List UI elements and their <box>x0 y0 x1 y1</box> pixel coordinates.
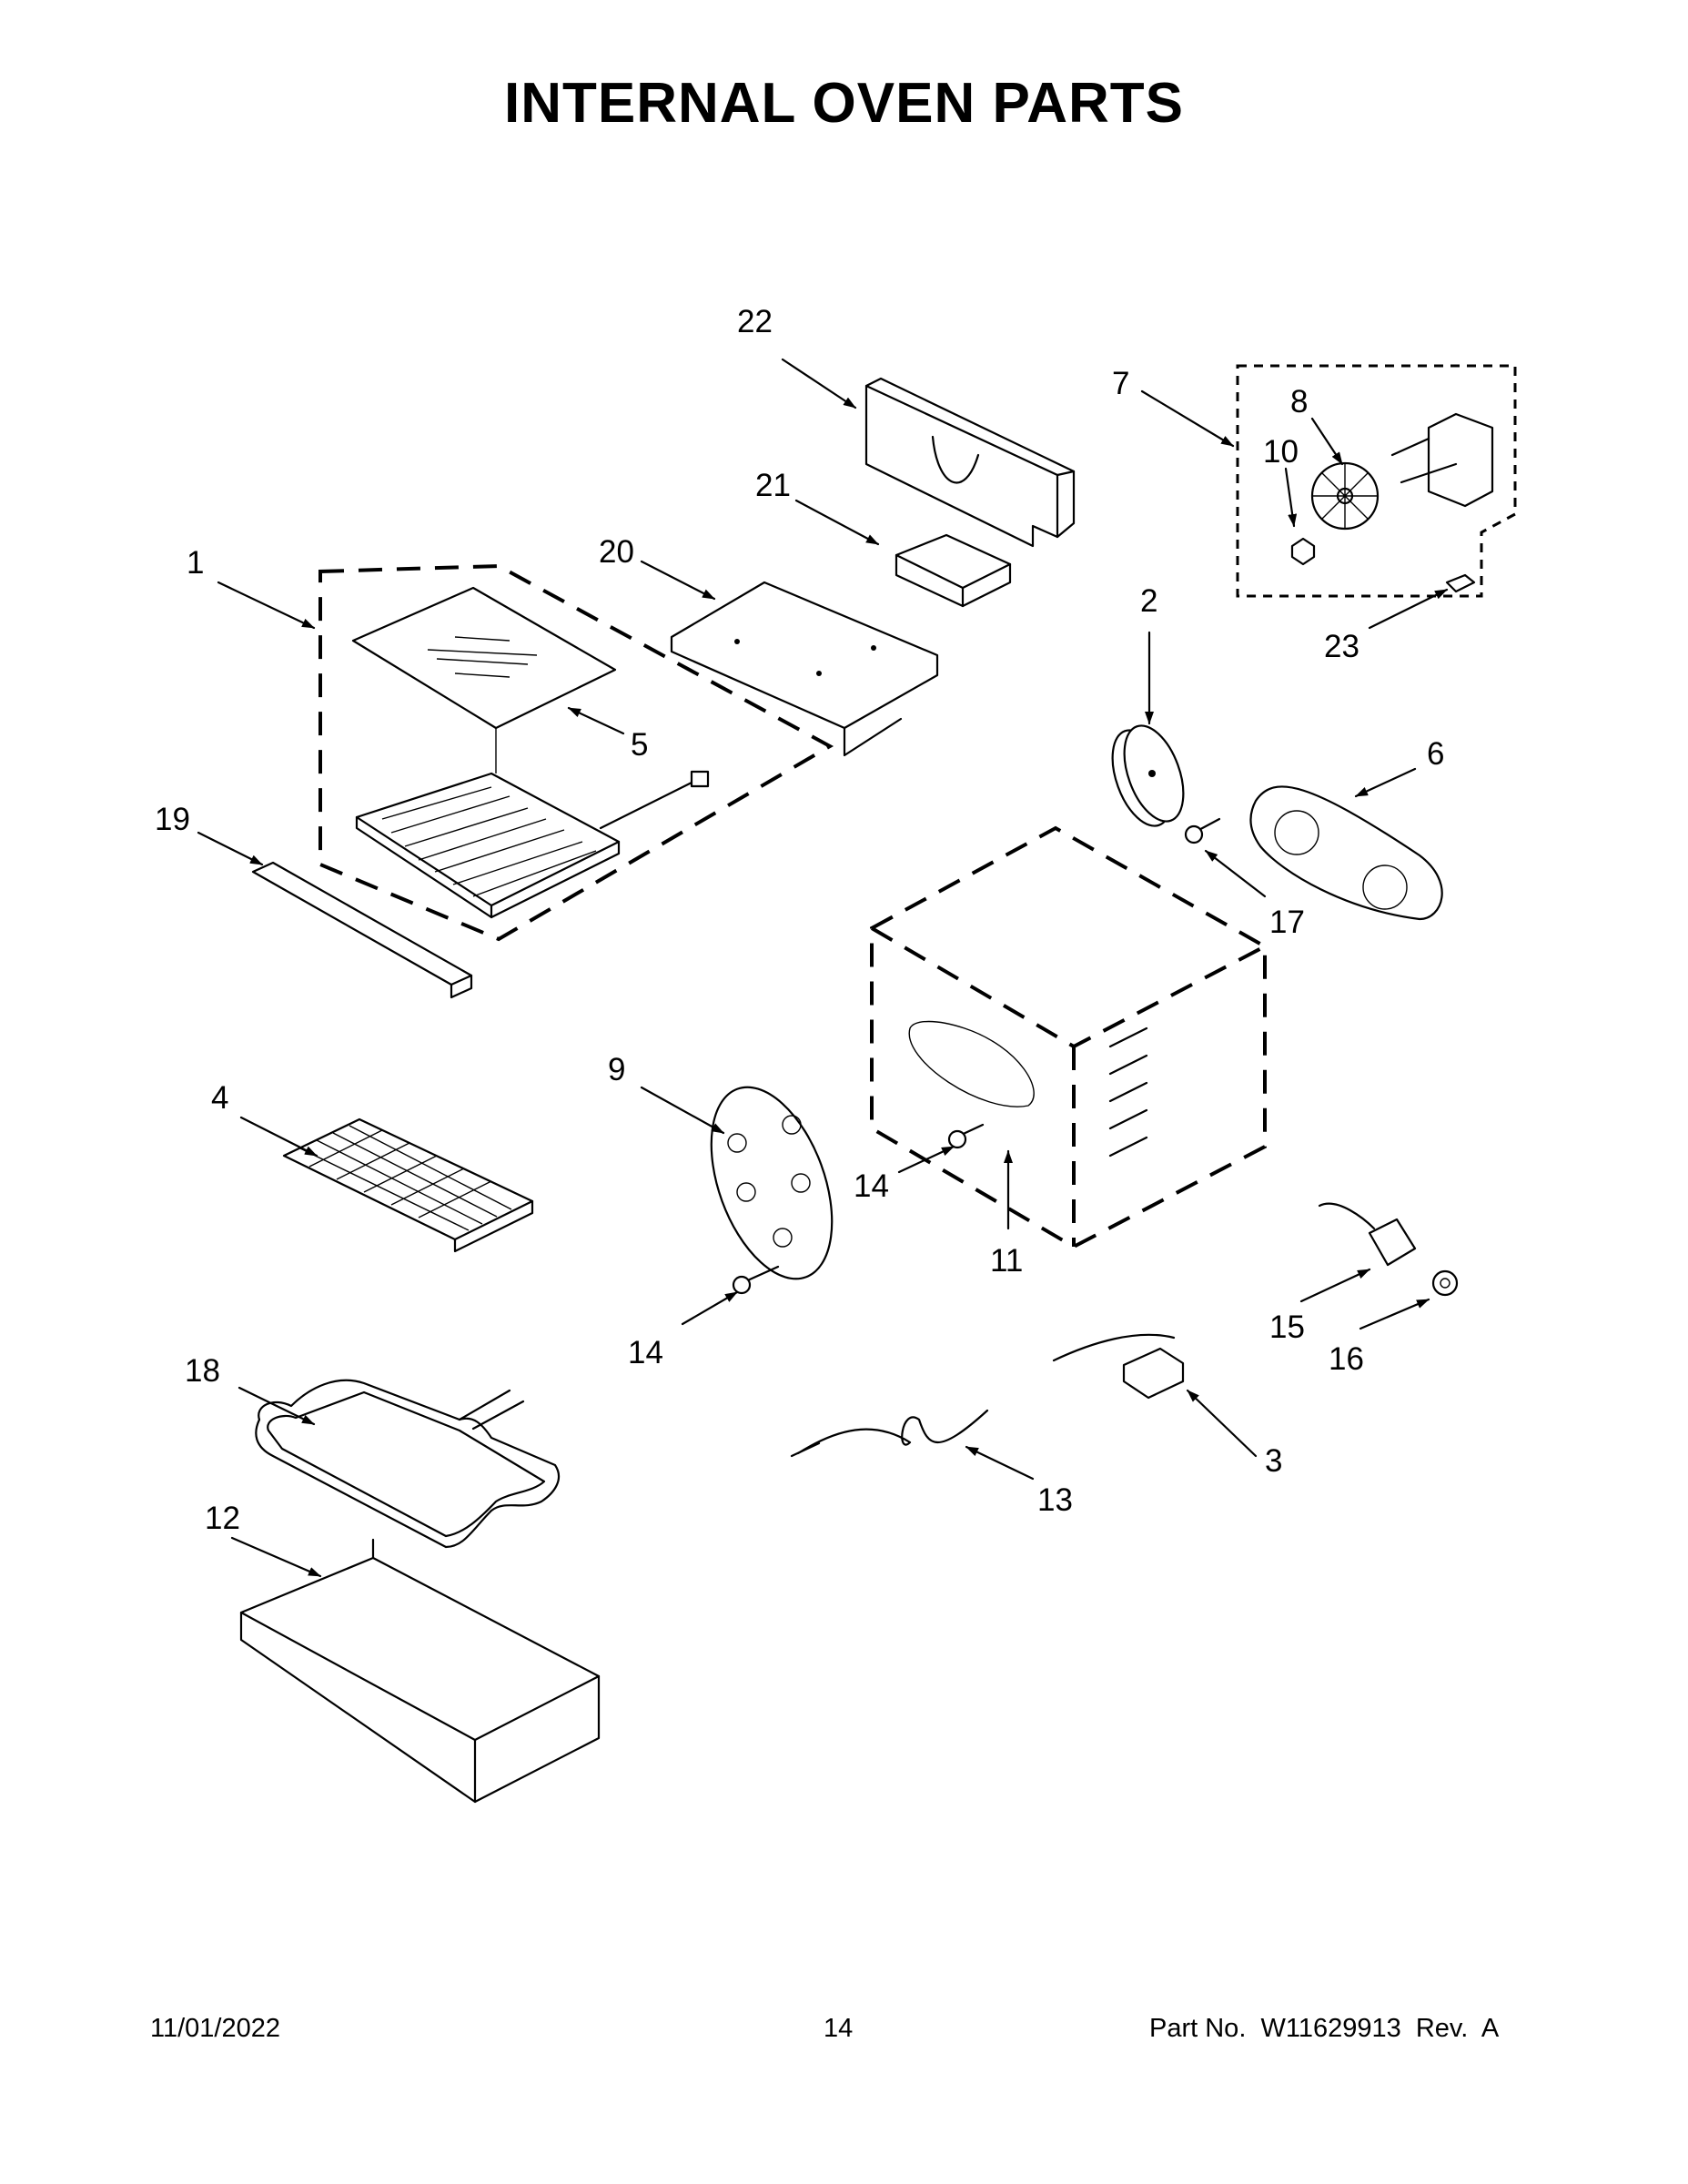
callout-7: 7 <box>1112 366 1129 401</box>
callout-17: 17 <box>1269 905 1305 940</box>
part-14-screws <box>732 1123 985 1295</box>
callout-20: 20 <box>599 534 634 570</box>
callout-3: 3 <box>1265 1443 1282 1479</box>
footer-page-number: 14 <box>824 2014 854 2043</box>
part-17-screw <box>1184 817 1221 844</box>
oven-cavity <box>870 825 1267 1249</box>
callout-21: 21 <box>755 468 791 503</box>
part-13-probe <box>790 1409 989 1458</box>
callout-labels: 1 2 3 4 5 6 7 8 9 10 11 12 13 14 14 15 1… <box>155 304 1444 1536</box>
part-20-cover <box>670 581 939 757</box>
callout-9: 9 <box>608 1052 625 1087</box>
part-12-tray <box>239 1538 601 1804</box>
callout-8: 8 <box>1290 384 1308 420</box>
part-21-bracket <box>895 533 1012 608</box>
callout-12: 12 <box>205 1501 240 1536</box>
callout-11: 11 <box>990 1243 1023 1279</box>
callout-5: 5 <box>631 727 648 763</box>
part-16-nut <box>1431 1269 1459 1297</box>
footer-date: 11/01/2022 <box>150 2014 280 2043</box>
part-7-fan-assembly <box>1236 364 1517 598</box>
callout-10: 10 <box>1263 434 1299 470</box>
part-15-sensor <box>1318 1202 1417 1267</box>
callout-23: 23 <box>1324 629 1359 664</box>
callout-15: 15 <box>1269 1309 1305 1345</box>
part-1-assembly-outline <box>318 563 834 942</box>
part-1-heater-tray <box>355 770 710 919</box>
callout-19: 19 <box>155 802 190 837</box>
part-22-duct <box>864 377 1076 548</box>
part-4-rack <box>282 1117 534 1253</box>
footer-part-number: Part No. W11629913 Rev. A <box>1149 2014 1500 2043</box>
page-title: INTERNAL OVEN PARTS <box>504 72 1184 135</box>
callout-16: 16 <box>1329 1341 1364 1377</box>
part-9-round-cover <box>710 1086 834 1280</box>
part-18-element <box>255 1379 561 1549</box>
part-3-thermostat <box>1052 1333 1185 1400</box>
leader-arrows <box>197 358 1449 1578</box>
callout-22: 22 <box>737 304 773 339</box>
part-6-rear-panel <box>1249 785 1443 921</box>
callout-18: 18 <box>185 1353 220 1389</box>
callout-14-b: 14 <box>628 1335 663 1370</box>
callout-4: 4 <box>211 1080 228 1116</box>
part-19-strip <box>251 861 473 999</box>
callout-13: 13 <box>1037 1482 1073 1518</box>
callout-2: 2 <box>1140 583 1157 619</box>
callout-6: 6 <box>1427 736 1444 772</box>
callout-1: 1 <box>187 545 204 581</box>
part-5-glass <box>351 586 617 774</box>
part-2-disc <box>1111 724 1185 827</box>
callout-14-a: 14 <box>854 1168 889 1204</box>
